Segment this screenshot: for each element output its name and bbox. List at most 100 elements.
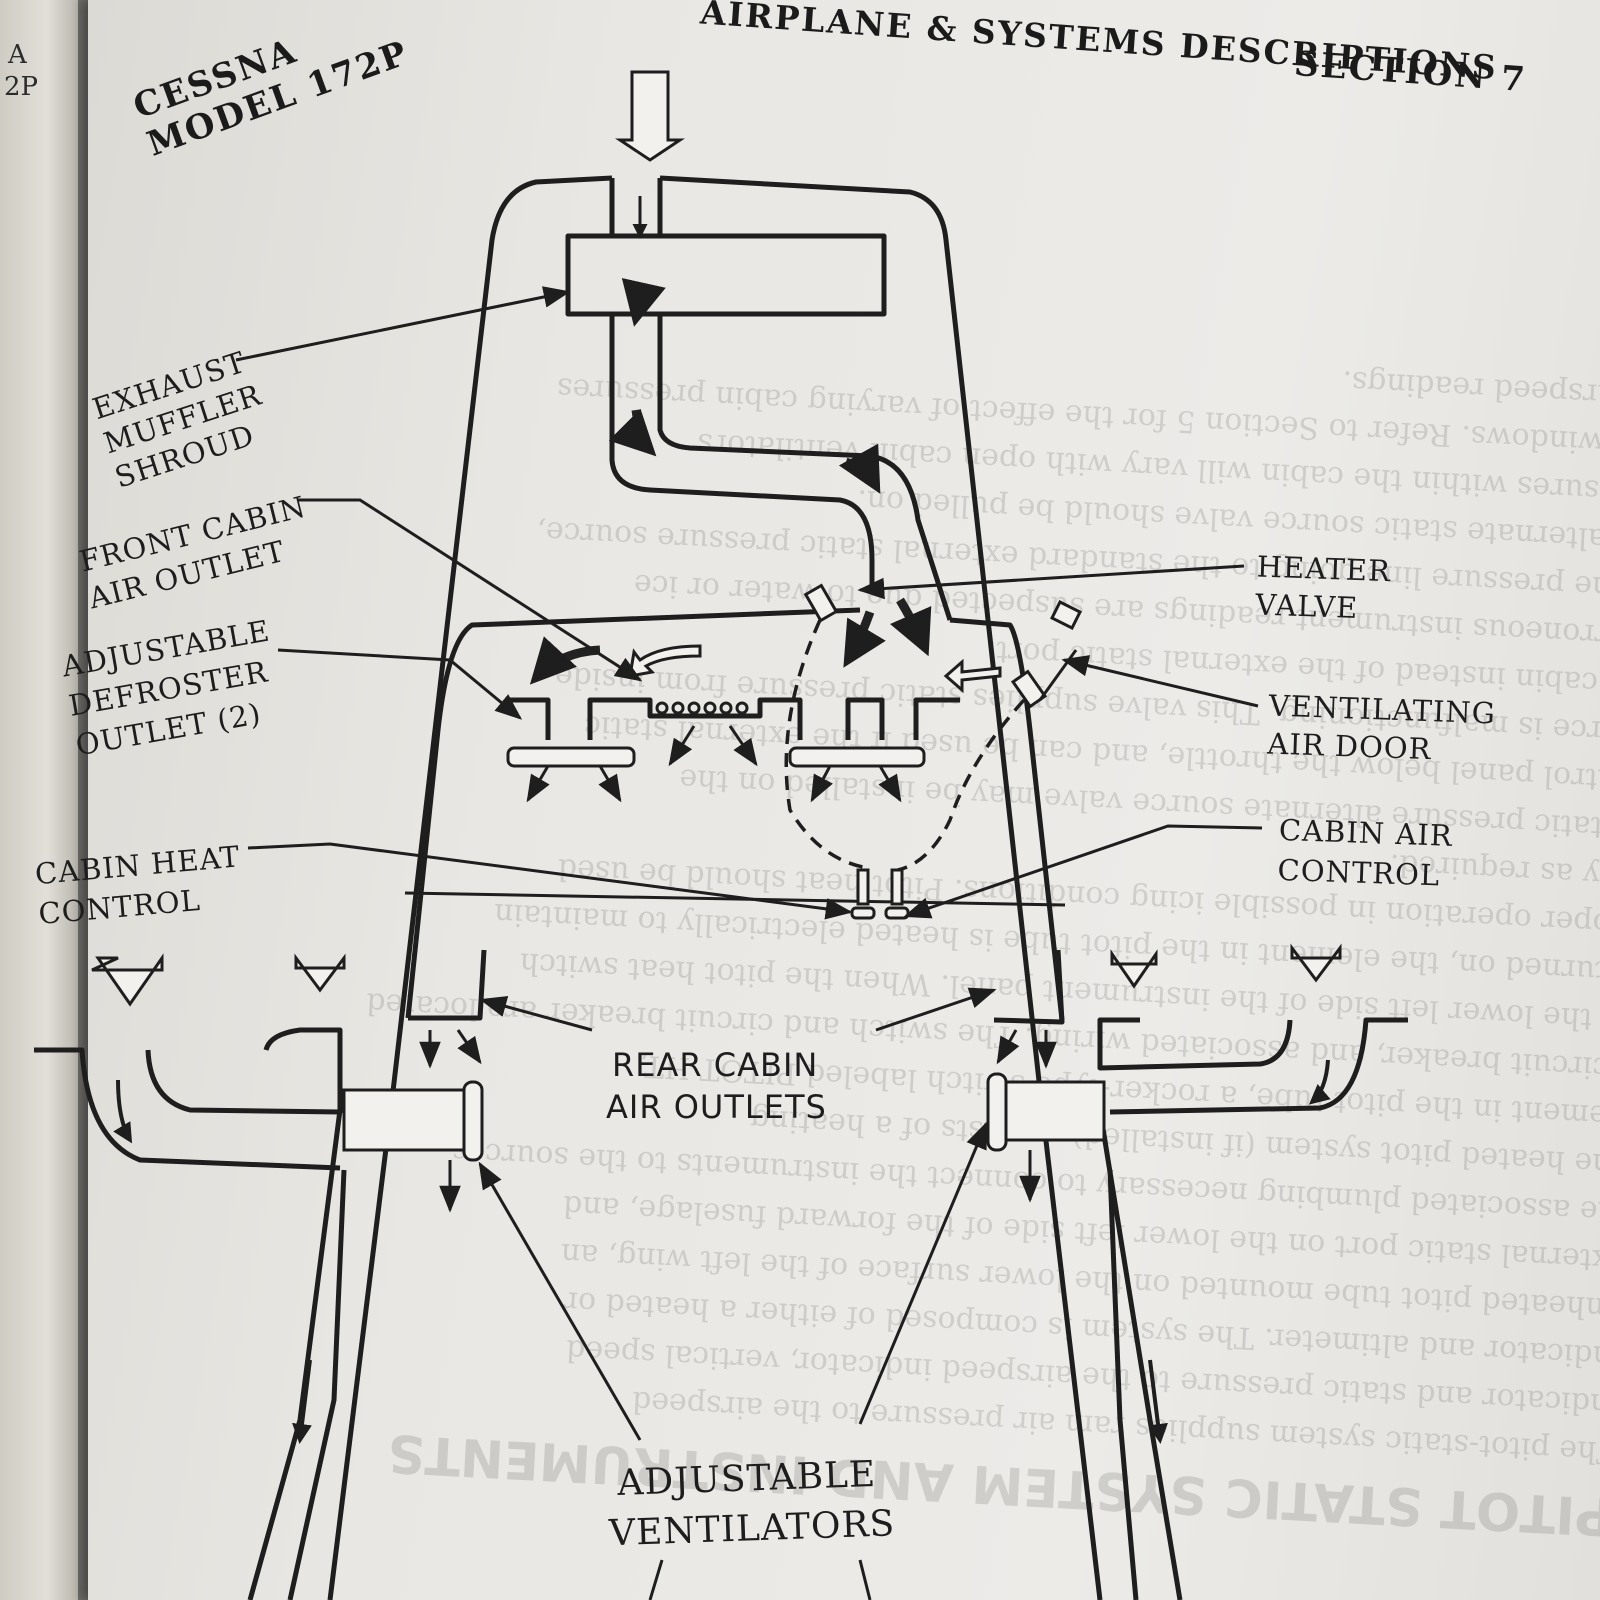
outside-air-arrow: [1049, 599, 1083, 631]
label-ventilating-air-door: VENTILATING AIR DOOR: [1266, 688, 1497, 766]
cabin-left-wall: [405, 607, 861, 1019]
label-line: ADJUSTABLE: [616, 1454, 877, 1504]
label-line: HEATER: [1256, 549, 1391, 588]
leader-cabin-air-control: [903, 824, 1263, 919]
left-inner-air-arrow: [294, 953, 346, 993]
heater-valve-body: [803, 583, 839, 623]
ventilating-door-stem: [1038, 649, 1078, 701]
flow-arrow: [621, 277, 666, 327]
fresh-air-arrow: [943, 658, 1002, 694]
flow-arrow: [526, 765, 550, 803]
label-line: VENTILATING: [1267, 688, 1496, 730]
label-line: VALVE: [1254, 587, 1359, 625]
flow-arrow: [292, 1359, 312, 1444]
cabin-heat-knob: [856, 868, 870, 906]
leader-adjustable-defroster-outlet: [277, 648, 523, 720]
shroud-inlet-neck: [609, 178, 663, 236]
flow-arrow: [996, 1029, 1020, 1065]
fuselage-outline: [327, 175, 1103, 1600]
firewall-line: [404, 891, 1066, 907]
exhaust-muffler-shroud-duct: [565, 70, 953, 621]
label-line: CONTROL: [37, 883, 202, 931]
heat-duct-left-edge: [609, 314, 875, 585]
flow-arrow: [608, 408, 657, 457]
rear-outlet-right-duct: [993, 949, 1065, 1025]
label-line: AIR OUTLETS: [606, 1088, 827, 1126]
label-line: AIR DOOR: [1266, 726, 1432, 766]
label-front-cabin-air-outlet: FRONT CABIN AIR OUTLET: [76, 489, 309, 615]
label-line: CABIN AIR: [1278, 813, 1453, 853]
fuselage-right-wall: [659, 175, 1103, 1600]
label-adjustable-ventilators: ADJUSTABLE VENTILATORS: [607, 1454, 896, 1554]
left-wing-vent-duct: [34, 953, 484, 1600]
label-rear-cabin-air-outlets: REAR CABIN AIR OUTLETS: [606, 1046, 827, 1126]
right-inner-air-arrow: [1110, 949, 1158, 989]
right-wing-duct-lower: [1097, 1017, 1293, 1071]
right-wing-duct-upper: [1109, 1017, 1408, 1115]
flow-arrow: [843, 610, 886, 668]
front-cabin-air-outlet-holes: [655, 701, 749, 715]
front-cabin-flow-arrow: [628, 644, 702, 678]
flow-arrow: [668, 725, 696, 767]
flow-arrow: [113, 1079, 133, 1144]
ventilating-air-door: [943, 599, 1083, 709]
left-wing-duct-upper: [145, 1027, 343, 1115]
adjacent-left-page: A 2P: [0, 0, 78, 1600]
leader-rear-cabin-outlet-left: [479, 995, 593, 1032]
right-adjustable-ventilator-housing: [1002, 1080, 1106, 1142]
flow-arrow: [1148, 1359, 1168, 1444]
defroster-plenum-right: [845, 697, 960, 740]
label-cabin-heat-control: CABIN HEAT CONTROL: [34, 839, 242, 931]
cabin-air-knob-handle: [884, 906, 910, 920]
flow-arrow: [728, 725, 758, 767]
leader-ventilating-air-door: [1061, 655, 1259, 708]
defroster-plenum: [510, 697, 803, 740]
leader-exhaust-muffler-shroud: [235, 286, 571, 362]
label-line: CABIN HEAT: [34, 839, 242, 891]
rear-cabin-air-outlets: [408, 949, 1065, 1069]
label-line: REAR CABIN: [612, 1046, 818, 1084]
left-adjustable-ventilator: [462, 1080, 484, 1162]
air-inlet-arrow: [615, 70, 685, 162]
left-outside-air-arrow: [91, 953, 164, 1007]
manual-page: PITOT STATIC SYSTEM AND INSTRUMENTS The …: [88, 0, 1600, 1600]
right-adjustable-ventilator: [986, 1072, 1008, 1152]
leader-heater-valve: [857, 564, 1245, 600]
cabin-right-wall: [949, 617, 1065, 1021]
leader-ventilator-left: [478, 1161, 642, 1441]
leader-rear-cabin-outlet-right: [875, 987, 997, 1032]
cabin-heat-knob-handle: [850, 906, 876, 920]
leader-lines: [235, 286, 1263, 1600]
page-header-title-group: SECTION 7 AIRPLANE & SYSTEMS DESCRIPTION…: [698, 0, 1528, 100]
flow-arrow: [878, 765, 902, 803]
leader-front-cabin-air-outlet: [298, 498, 643, 682]
flow-arrow: [810, 765, 833, 803]
heat-control-cable: [784, 619, 869, 870]
heat-duct-right-edge: [657, 314, 953, 621]
header-title: AIRPLANE & SYSTEMS DESCRIPTIONS: [698, 0, 1499, 87]
leader-continuation: [648, 1559, 872, 1600]
flow-arrow: [456, 1029, 482, 1065]
defroster-assembly: [506, 636, 960, 803]
label-line: CONTROL: [1277, 853, 1441, 893]
flow-arrow: [1308, 1059, 1331, 1105]
control-cables: [784, 619, 1026, 920]
heater-valve: [803, 583, 932, 668]
defroster-outlet-left: [506, 746, 636, 768]
leader-cabin-heat-control: [247, 842, 853, 920]
flow-arrow: [598, 765, 622, 803]
left-adjustable-ventilator-housing: [342, 1088, 472, 1152]
label-heater-valve: HEATER VALVE: [1254, 549, 1392, 625]
left-page-fragment: 2P: [4, 72, 39, 102]
left-rear-ventilator-duct: [247, 1109, 347, 1600]
cabin-air-knob: [890, 868, 904, 906]
left-page-fragment: A: [8, 40, 27, 70]
rear-outlet-left-duct: [408, 949, 487, 1021]
right-rear-ventilator-duct: [1097, 1109, 1183, 1600]
flow-arrow: [890, 597, 932, 657]
label-adjustable-defroster-outlet: ADJUSTABLE DEFROSTER OUTLET (2): [58, 613, 272, 762]
page-header-model: CESSNA MODEL 172P: [128, 31, 414, 165]
label-line: VENTILATORS: [607, 1503, 896, 1554]
leader-ventilator-right: [858, 1121, 988, 1425]
